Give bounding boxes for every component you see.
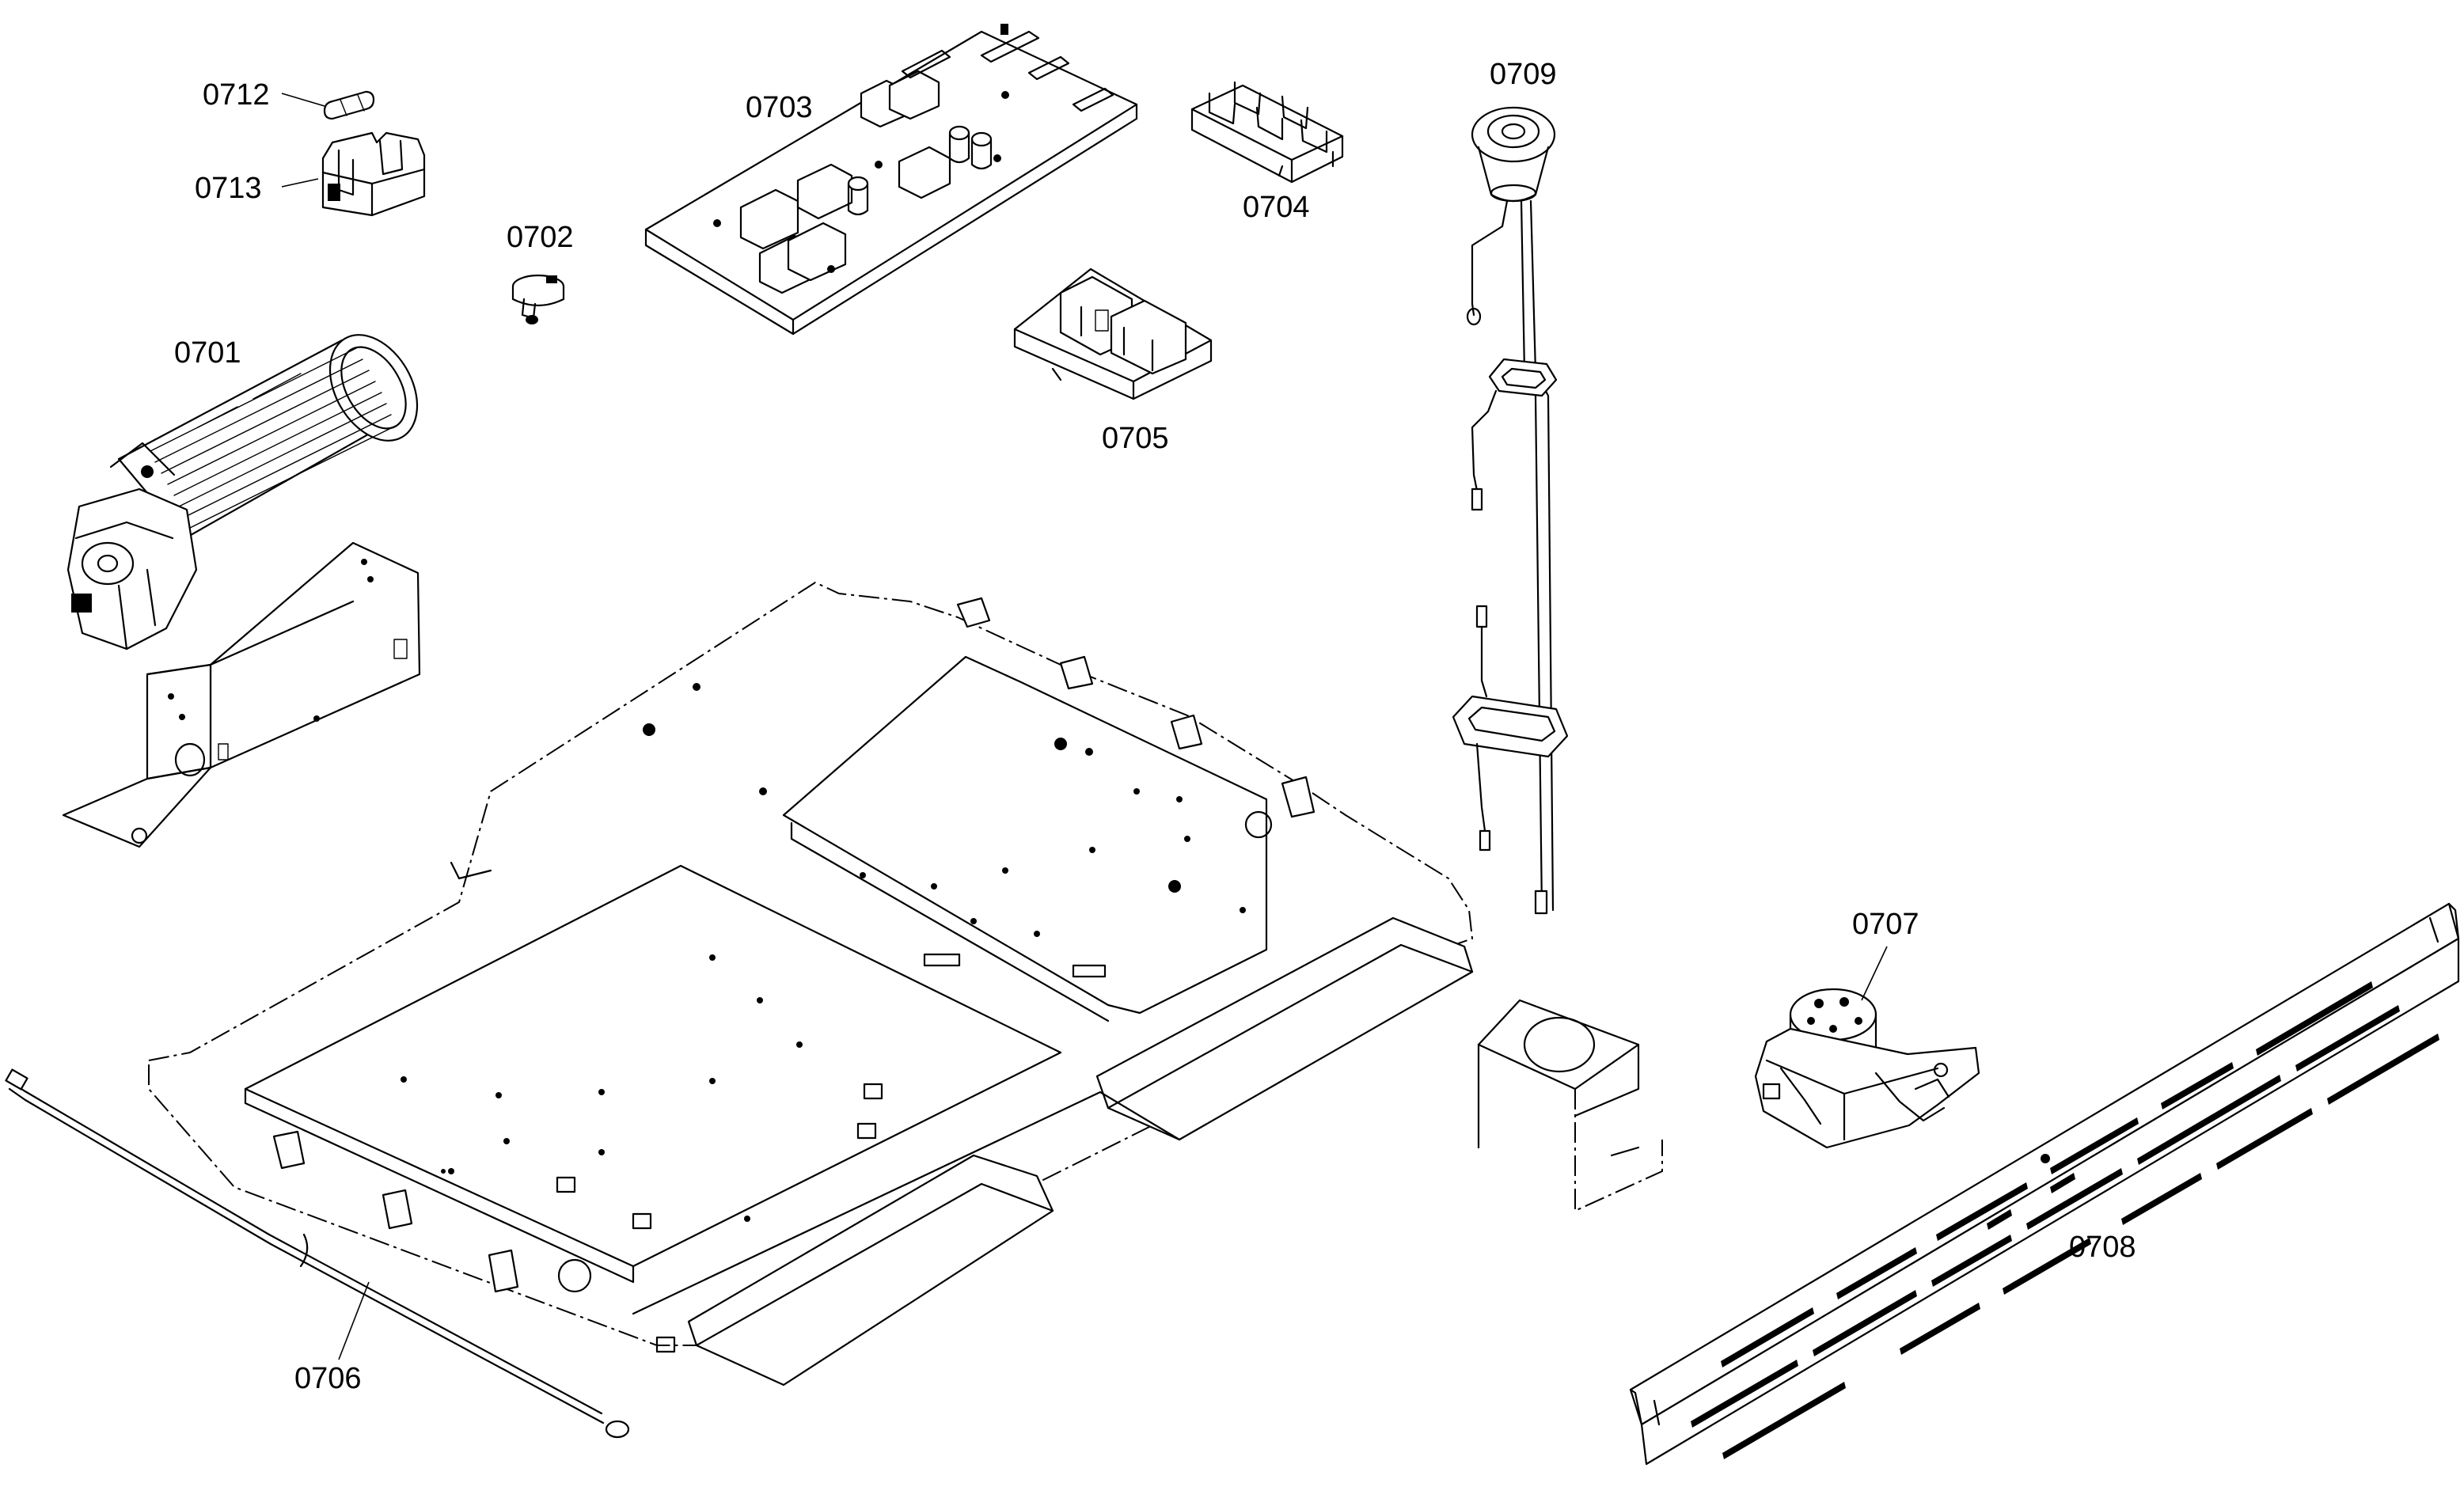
thermostat-0702 [511, 274, 565, 324]
label-0708: 0708 [2069, 1231, 2136, 1264]
leader-0713 [281, 178, 319, 188]
fan-motor-0701 [66, 334, 419, 651]
label-0712: 0712 [203, 78, 270, 112]
terminal-block-0704 [1190, 81, 1344, 184]
leader-0706 [338, 1281, 370, 1360]
label-0701: 0701 [174, 336, 241, 370]
label-0709: 0709 [1490, 58, 1557, 91]
label-0702: 0702 [507, 221, 574, 254]
fuse-holder-0713 [321, 131, 426, 217]
fuse-0712 [323, 90, 375, 120]
leader-0707 [1861, 946, 1888, 1001]
leader-0712 [281, 93, 325, 107]
label-0706: 0706 [294, 1362, 362, 1395]
label-0705: 0705 [1102, 422, 1169, 455]
door-lock-0707 [1754, 988, 1980, 1149]
vent-trim-0708 [1629, 902, 2460, 1466]
label-0713: 0713 [195, 172, 262, 205]
motor-bracket [62, 541, 421, 848]
relay-module-0705 [1013, 267, 1213, 400]
lamp-socket-0709 [1452, 106, 1569, 915]
label-0704: 0704 [1243, 191, 1310, 224]
label-0703: 0703 [746, 91, 813, 124]
label-0707: 0707 [1852, 908, 1919, 941]
base-plate [148, 581, 1474, 1386]
control-board-0703 [644, 24, 1138, 336]
temperature-sensor-0706 [5, 1068, 630, 1439]
mounting-bracket [1477, 999, 1663, 1212]
